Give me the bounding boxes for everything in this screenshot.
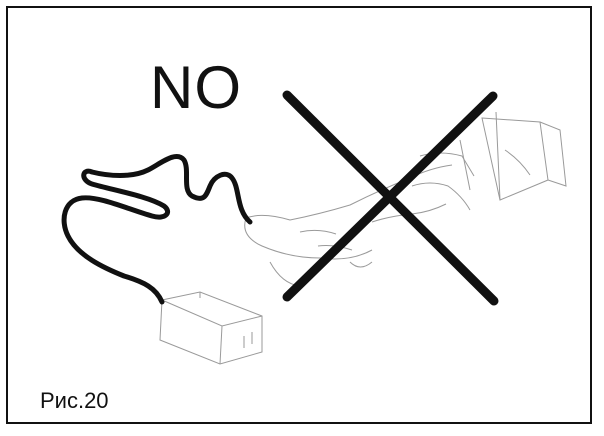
figure-caption: Рис.20 — [40, 388, 109, 413]
socket-icon — [459, 111, 567, 201]
cable-icon — [61, 154, 253, 305]
figure-frame — [6, 6, 592, 424]
plug-icon — [159, 291, 263, 365]
warning-label: NO — [150, 54, 242, 121]
hand-icon — [244, 152, 475, 287]
cross-icon — [282, 90, 499, 306]
